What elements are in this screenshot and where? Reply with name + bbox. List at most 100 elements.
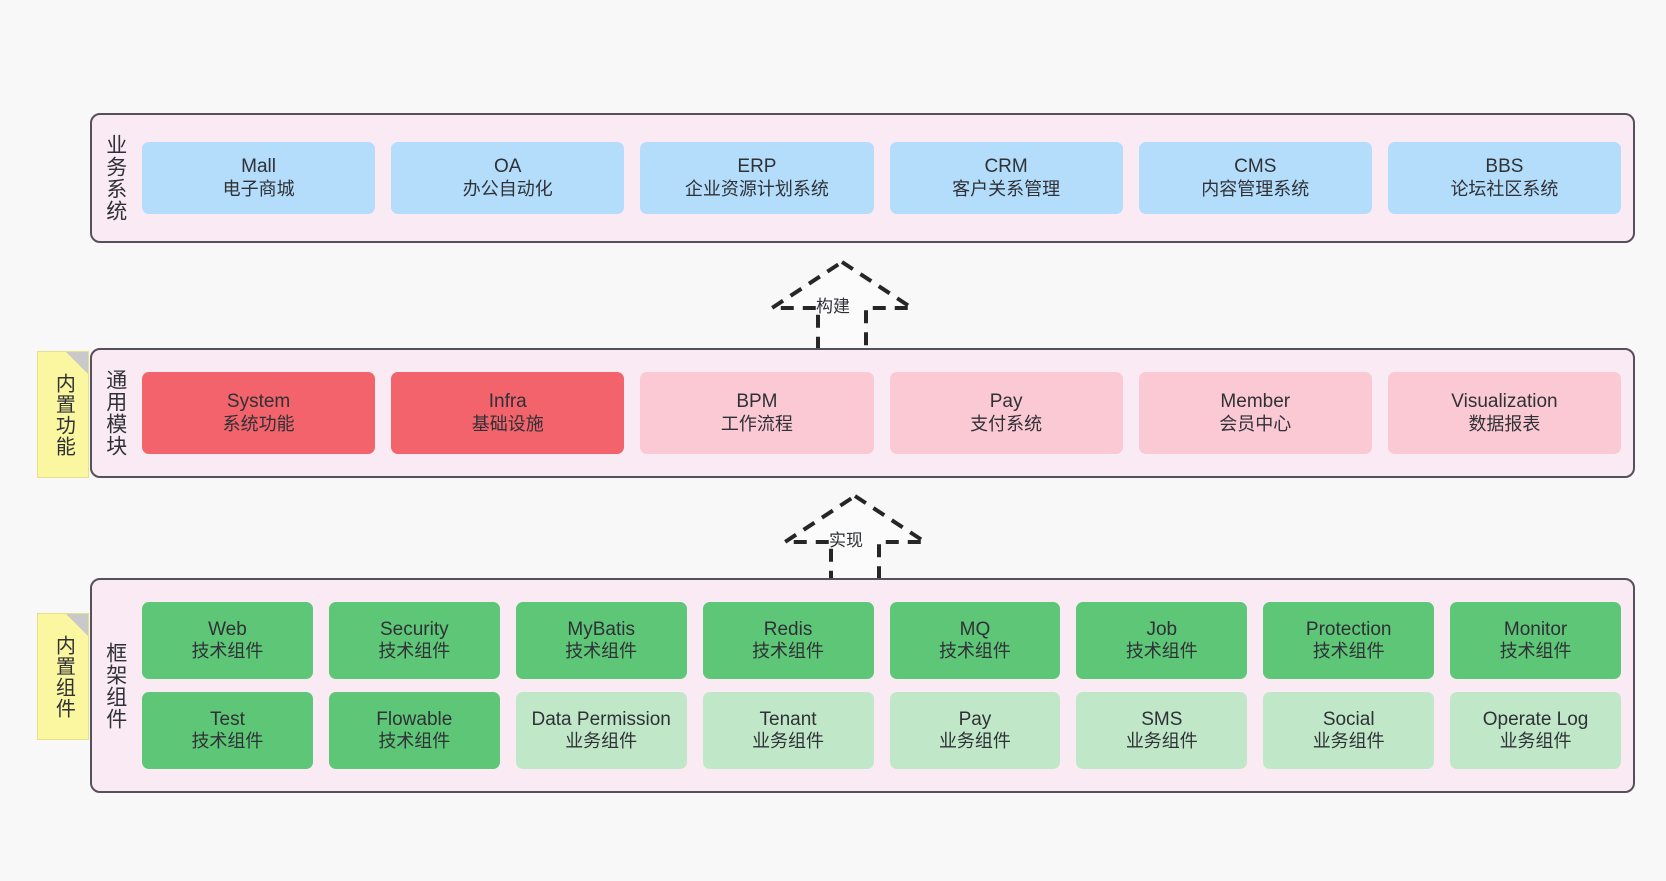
card-erp[interactable]: ERP 企业资源计划系统 bbox=[640, 142, 874, 214]
card-title: Protection bbox=[1305, 618, 1392, 640]
card-subtitle: 会员中心 bbox=[1219, 413, 1292, 434]
card-subtitle: 系统功能 bbox=[222, 413, 295, 434]
card-title: SMS bbox=[1141, 708, 1183, 730]
card-title: Test bbox=[210, 708, 245, 730]
card-subtitle: 技术组件 bbox=[191, 641, 264, 662]
card-protection[interactable]: Protection 技术组件 bbox=[1263, 602, 1435, 679]
row: Mall 电子商城 OA 办公自动化 ERP 企业资源计划系统 CRM 客户关系… bbox=[142, 142, 1622, 214]
card-sms[interactable]: SMS 业务组件 bbox=[1076, 692, 1248, 769]
card-flowable[interactable]: Flowable 技术组件 bbox=[328, 692, 500, 769]
card-visualization[interactable]: Visualization 数据报表 bbox=[1387, 372, 1622, 454]
card-subtitle: 业务组件 bbox=[565, 731, 638, 752]
card-subtitle: 办公自动化 bbox=[462, 178, 553, 199]
card-system[interactable]: System 系统功能 bbox=[142, 372, 376, 454]
card-security[interactable]: Security 技术组件 bbox=[328, 602, 500, 679]
card-crm[interactable]: CRM 客户关系管理 bbox=[889, 142, 1123, 214]
card-bpm[interactable]: BPM 工作流程 bbox=[640, 372, 874, 454]
card-redis[interactable]: Redis 技术组件 bbox=[702, 602, 874, 679]
card-subtitle: 数据报表 bbox=[1468, 413, 1541, 434]
card-subtitle: 技术组件 bbox=[378, 641, 451, 662]
card-title: Monitor bbox=[1503, 618, 1568, 640]
card-subtitle: 技术组件 bbox=[1125, 641, 1198, 662]
card-title: Web bbox=[208, 618, 247, 640]
layer-framework-components: 框架组件 Web 技术组件 Security 技术组件 MyBatis 技术组件… bbox=[90, 578, 1635, 793]
card-subtitle: 技术组件 bbox=[1499, 641, 1572, 662]
fold-corner-icon bbox=[66, 352, 88, 374]
card-member[interactable]: Member 会员中心 bbox=[1138, 372, 1372, 454]
row: Web 技术组件 Security 技术组件 MyBatis 技术组件 Redi… bbox=[142, 602, 1621, 679]
card-subtitle: 论坛社区系统 bbox=[1450, 178, 1559, 199]
row: Test 技术组件 Flowable 技术组件 Data Permission … bbox=[142, 692, 1621, 769]
card-subtitle: 客户关系管理 bbox=[952, 178, 1061, 199]
card-title: Redis bbox=[763, 618, 813, 640]
note-builtin-functions: 内置功能 bbox=[37, 351, 89, 478]
card-subtitle: 业务组件 bbox=[752, 731, 825, 752]
card-title: ERP bbox=[737, 156, 777, 178]
card-title: MQ bbox=[959, 618, 991, 640]
card-title: Flowable bbox=[376, 708, 453, 730]
layer-title-common-modules: 通用模块 bbox=[103, 369, 127, 457]
connector-build-arrow: 构建 bbox=[762, 256, 922, 352]
note-label: 内置组件 bbox=[52, 634, 75, 719]
connector-implement-label: 实现 bbox=[829, 531, 863, 550]
card-title: Pay bbox=[958, 708, 992, 730]
card-subtitle: 技术组件 bbox=[378, 731, 451, 752]
layer-common-modules: 通用模块 System 系统功能 Infra 基础设施 BPM 工作流程 Pay… bbox=[90, 348, 1635, 478]
card-title: Infra bbox=[488, 391, 527, 413]
card-pay[interactable]: Pay 支付系统 bbox=[889, 372, 1123, 454]
card-social[interactable]: Social 业务组件 bbox=[1263, 692, 1435, 769]
layer-body-common-modules: System 系统功能 Infra 基础设施 BPM 工作流程 Pay 支付系统… bbox=[138, 350, 1633, 476]
card-subtitle: 技术组件 bbox=[191, 731, 264, 752]
layer-business-systems: 业务系统 Mall 电子商城 OA 办公自动化 ERP 企业资源计划系统 CRM… bbox=[90, 113, 1635, 243]
card-title: Tenant bbox=[759, 708, 817, 730]
layer-title-business-systems: 业务系统 bbox=[103, 134, 127, 222]
card-subtitle: 支付系统 bbox=[970, 413, 1043, 434]
card-title: OA bbox=[494, 156, 522, 178]
card-pay-business[interactable]: Pay 业务组件 bbox=[889, 692, 1061, 769]
card-subtitle: 技术组件 bbox=[565, 641, 638, 662]
card-tenant[interactable]: Tenant 业务组件 bbox=[702, 692, 874, 769]
card-test[interactable]: Test 技术组件 bbox=[142, 692, 313, 769]
card-oa[interactable]: OA 办公自动化 bbox=[391, 142, 625, 214]
card-subtitle: 技术组件 bbox=[752, 641, 825, 662]
card-cms[interactable]: CMS 内容管理系统 bbox=[1138, 142, 1372, 214]
card-title: CMS bbox=[1234, 156, 1277, 178]
card-subtitle: 技术组件 bbox=[938, 641, 1011, 662]
card-subtitle: 业务组件 bbox=[1499, 731, 1572, 752]
card-subtitle: 业务组件 bbox=[1312, 731, 1385, 752]
card-title: Pay bbox=[989, 391, 1023, 413]
card-subtitle: 内容管理系统 bbox=[1201, 178, 1310, 199]
card-data-permission[interactable]: Data Permission 业务组件 bbox=[515, 692, 687, 769]
card-mybatis[interactable]: MyBatis 技术组件 bbox=[515, 602, 687, 679]
card-job[interactable]: Job 技术组件 bbox=[1076, 602, 1248, 679]
card-subtitle: 企业资源计划系统 bbox=[684, 178, 829, 199]
note-builtin-components: 内置组件 bbox=[37, 613, 89, 740]
card-title: Member bbox=[1220, 391, 1291, 413]
layer-title-framework-components: 框架组件 bbox=[103, 641, 127, 730]
card-subtitle: 技术组件 bbox=[1312, 641, 1385, 662]
card-subtitle: 业务组件 bbox=[1125, 731, 1198, 752]
card-subtitle: 基础设施 bbox=[471, 413, 544, 434]
connector-build-label: 构建 bbox=[816, 297, 850, 316]
card-title: Mall bbox=[241, 156, 276, 178]
card-mall[interactable]: Mall 电子商城 bbox=[142, 142, 376, 214]
layer-body-framework-components: Web 技术组件 Security 技术组件 MyBatis 技术组件 Redi… bbox=[138, 580, 1633, 791]
card-title: Visualization bbox=[1451, 391, 1558, 413]
card-web[interactable]: Web 技术组件 bbox=[142, 602, 313, 679]
card-title: MyBatis bbox=[567, 618, 635, 640]
card-mq[interactable]: MQ 技术组件 bbox=[889, 602, 1061, 679]
card-infra[interactable]: Infra 基础设施 bbox=[391, 372, 625, 454]
card-monitor[interactable]: Monitor 技术组件 bbox=[1450, 602, 1621, 679]
card-title: BBS bbox=[1485, 156, 1524, 178]
card-subtitle: 业务组件 bbox=[938, 731, 1011, 752]
card-bbs[interactable]: BBS 论坛社区系统 bbox=[1387, 142, 1622, 214]
connector-implement-arrow: 实现 bbox=[775, 490, 935, 586]
card-subtitle: 电子商城 bbox=[222, 178, 295, 199]
card-title: Social bbox=[1322, 708, 1375, 730]
card-title: System bbox=[226, 391, 291, 413]
card-operate-log[interactable]: Operate Log 业务组件 bbox=[1450, 692, 1621, 769]
card-title: Security bbox=[379, 618, 449, 640]
card-title: Job bbox=[1146, 618, 1178, 640]
card-title: Data Permission bbox=[531, 708, 671, 730]
